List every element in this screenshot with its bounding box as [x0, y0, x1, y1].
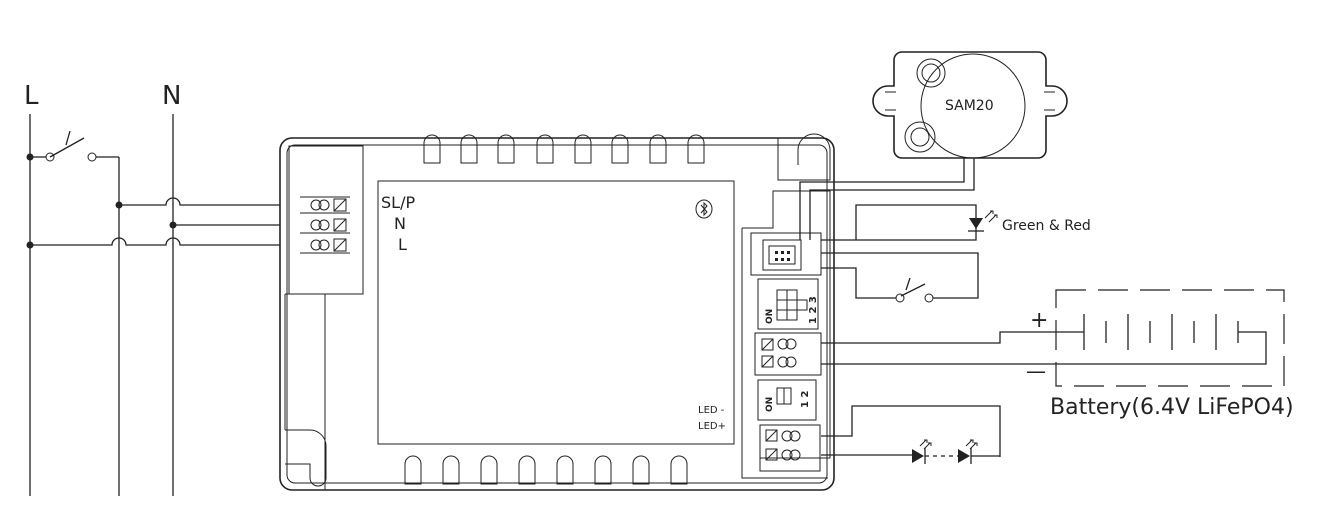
driver-housing: SL/P N L LED - LED+ [279, 133, 835, 491]
led-terminal-block [759, 424, 821, 472]
input-label-slp: SL/P [381, 193, 415, 212]
neutral-terminal-label: N [162, 81, 181, 111]
battery-label: Battery(6.4V LiFePO4) [1050, 395, 1294, 420]
battery-pack: + — Battery(6.4V LiFePO4) [821, 289, 1294, 420]
right-connector-strip: ON 1 2 3 ON 1 2 [741, 190, 831, 479]
wall-switch [26, 130, 120, 496]
dip2-numbers: 1 2 [800, 391, 811, 408]
bottom-vent-ribs [404, 455, 688, 485]
sensor-connector [762, 239, 802, 271]
input-label-n: N [394, 214, 406, 233]
input-label-l: L [398, 235, 407, 254]
led-minus-label: LED - [698, 405, 725, 416]
dip3-numbers: 1 2 3 [808, 296, 819, 324]
battery-minus-label: — [1026, 359, 1046, 383]
top-mounting-tab [777, 133, 831, 181]
battery-plus-label: + [1030, 308, 1048, 333]
dip2-on-label: ON [765, 397, 775, 412]
bottom-mounting-tab [285, 429, 327, 487]
label-panel [377, 180, 735, 445]
dip3-on-label: ON [765, 309, 775, 324]
push-button [821, 252, 979, 303]
sensor-label: SAM20 [945, 98, 994, 114]
indicator-label: Green & Red [1002, 218, 1091, 234]
indicator-led: Green & Red [821, 204, 1091, 241]
led-load [821, 405, 1001, 464]
led-plus-label: LED+ [698, 421, 726, 432]
sensor-cable [799, 158, 975, 240]
dip-switch-3: ON 1 2 3 [757, 278, 819, 330]
battery-terminal-block [754, 332, 822, 376]
live-terminal-label: L [24, 81, 39, 111]
sam20-sensor: SAM20 [872, 51, 1068, 159]
dip-switch-2: ON 1 2 [757, 379, 817, 421]
input-terminal-block [300, 196, 350, 254]
mains-terminals: L N [24, 81, 181, 496]
bluetooth-icon [695, 199, 713, 219]
feed-wires [26, 197, 300, 249]
top-vent-ribs [423, 134, 705, 164]
